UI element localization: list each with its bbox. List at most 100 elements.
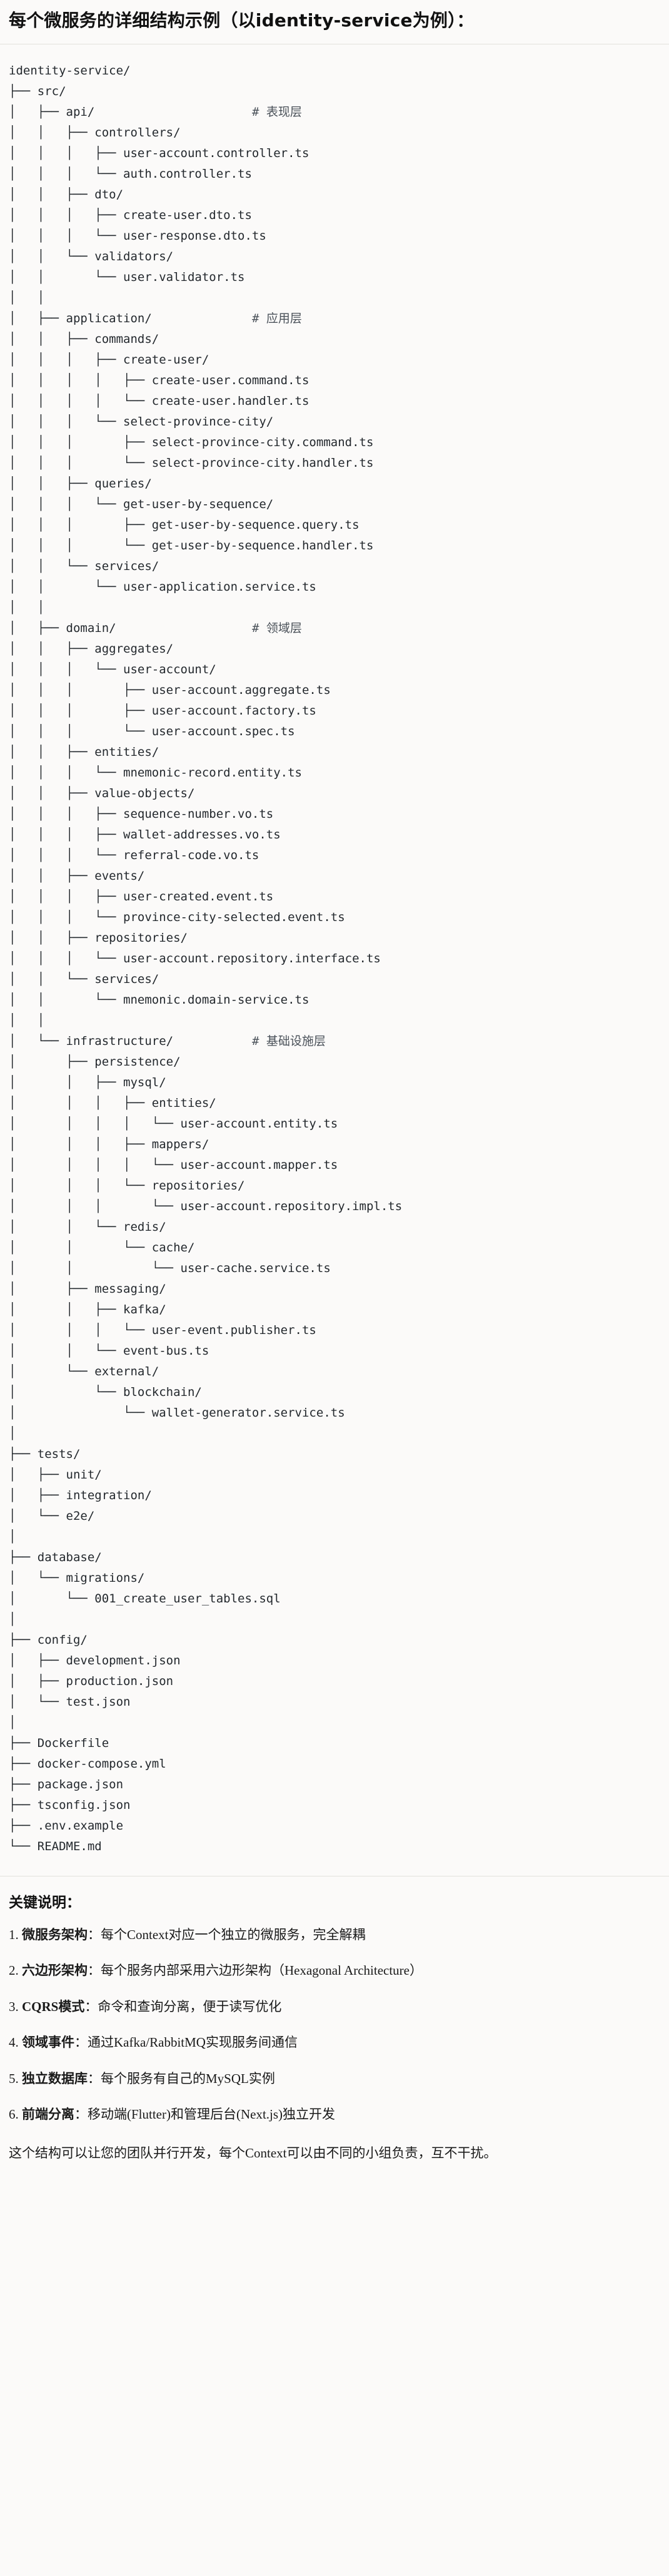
tree-line: │ │ │ └── user-account/: [9, 659, 660, 680]
tree-line-text: │ │ │ ├── entities/: [9, 1096, 216, 1110]
tree-line: │ │ │ └── get-user-by-sequence.handler.t…: [9, 536, 660, 556]
tree-line: │ │ │ └── select-province-city/: [9, 412, 660, 432]
tree-line: │ │ │ ├── mappers/: [9, 1134, 660, 1155]
tree-line-text: │: [9, 1612, 16, 1626]
tree-line: │ │ ├── kafka/: [9, 1300, 660, 1320]
tree-line: │ ├── messaging/: [9, 1279, 660, 1300]
tree-line: ├── tests/: [9, 1444, 660, 1465]
tree-line-text: │ │ └── services/: [9, 559, 159, 573]
tree-line-text: ├── .env.example: [9, 1818, 124, 1833]
tree-line-text: │ │ │ ├── user-account.aggregate.ts: [9, 683, 331, 697]
tree-line: │ │ │ └── get-user-by-sequence/: [9, 494, 660, 515]
tree-line: │ ├── unit/: [9, 1465, 660, 1485]
tree-line: │ │ │ │ └── user-account.entity.ts: [9, 1114, 660, 1134]
tree-line: │ │ │ └── user-account.repository.impl.t…: [9, 1196, 660, 1217]
tree-line-text: │ │ ├── aggregates/: [9, 641, 174, 656]
key-note-term: 六边形架构: [22, 1963, 88, 1978]
tree-line-text: │ │ │ │ ├── create-user.command.ts: [9, 373, 309, 387]
tree-line-text: │ ├── api/: [9, 104, 95, 119]
tree-line: │ │ └── services/: [9, 969, 660, 990]
tree-line: │ │ └── user-application.service.ts: [9, 577, 660, 598]
tree-line-text: ├── tsconfig.json: [9, 1798, 131, 1812]
tree-line: │ │ │ └── auth.controller.ts: [9, 164, 660, 185]
tree-line-text: │ │: [9, 290, 45, 305]
tree-line: │ └── 001_create_user_tables.sql: [9, 1589, 660, 1609]
key-note-description: ：每个服务内部采用六边形架构（Hexagonal Architecture）: [88, 1963, 423, 1978]
tree-line: │ │ ├── entities/: [9, 742, 660, 763]
tree-line-text: │ │ └── user-cache.service.ts: [9, 1261, 331, 1275]
closing-paragraph: 这个结构可以让您的团队并行开发，每个Context可以由不同的小组负责，互不干扰…: [9, 2145, 497, 2161]
tree-line-text: │ │ ├── controllers/: [9, 125, 181, 140]
tree-line-text: │ │ │ ├── user-account.controller.ts: [9, 146, 309, 160]
key-note-item: 4. 领域事件：通过Kafka/RabbitMQ实现服务间通信: [9, 2033, 660, 2053]
tree-line-pad: [116, 621, 252, 635]
key-note-term: CQRS模式: [22, 1998, 85, 2014]
tree-line: │ │ │ │ └── create-user.handler.ts: [9, 391, 660, 412]
tree-line-text: │ │ │ └── mnemonic-record.entity.ts: [9, 765, 302, 780]
tree-line-comment: # 应用层: [251, 311, 302, 325]
tree-line: │ │ │ └── user-account.spec.ts: [9, 721, 660, 742]
key-note-term: 前端分离: [22, 2107, 74, 2122]
tree-line-text: │ │ └── user.validator.ts: [9, 270, 245, 284]
tree-line-text: │ │ │ └── user-event.publisher.ts: [9, 1323, 316, 1337]
tree-line: │ │ │ └── referral-code.vo.ts: [9, 845, 660, 866]
tree-line: ├── src/: [9, 81, 660, 102]
tree-line: │ │ │ └── user-account.repository.interf…: [9, 949, 660, 969]
tree-line: ├── tsconfig.json: [9, 1795, 660, 1816]
tree-line-text: │ │ └── mnemonic.domain-service.ts: [9, 992, 309, 1007]
tree-line: │ │ └── user-cache.service.ts: [9, 1258, 660, 1279]
tree-line-text: │ │ │ │ └── create-user.handler.ts: [9, 394, 309, 408]
tree-line-text: │ │ │ └── auth.controller.ts: [9, 166, 252, 181]
tree-line: │ └── wallet-generator.service.ts: [9, 1403, 660, 1423]
tree-line: │ │: [9, 598, 660, 618]
tree-line: ├── config/: [9, 1630, 660, 1651]
tree-line: │ │ └── services/: [9, 556, 660, 577]
tree-line: │ │ └── cache/: [9, 1238, 660, 1258]
tree-line: │ │ ├── commands/: [9, 329, 660, 350]
key-note-item: 5. 独立数据库：每个服务有自己的MySQL实例: [9, 2069, 660, 2089]
tree-line-text: ├── src/: [9, 84, 66, 98]
tree-line: │ │ ├── events/: [9, 866, 660, 887]
tree-line: │: [9, 1609, 660, 1630]
tree-line: │: [9, 1423, 660, 1444]
tree-line-text: │ │: [9, 600, 45, 614]
tree-line-text: │ │ │ ├── sequence-number.vo.ts: [9, 807, 274, 821]
key-note-term: 领域事件: [22, 2035, 74, 2050]
tree-line: │ │ │ ├── create-user/: [9, 350, 660, 370]
tree-line-text: │ │ │ └── province-city-selected.event.t…: [9, 910, 345, 924]
tree-line: │ │ │ ├── entities/: [9, 1093, 660, 1114]
tree-line: │ └── migrations/: [9, 1568, 660, 1589]
tree-line: │ │ │ └── user-event.publisher.ts: [9, 1320, 660, 1341]
tree-line: │ │ │ ├── sequence-number.vo.ts: [9, 804, 660, 825]
tree-line-text: identity-service/: [9, 63, 131, 78]
tree-line-text: │ └── external/: [9, 1364, 159, 1378]
tree-line: │ └── e2e/: [9, 1506, 660, 1527]
tree-line-text: │ │ │ └── get-user-by-sequence.handler.t…: [9, 538, 374, 552]
tree-line: identity-service/: [9, 61, 660, 81]
key-note-index: 2.: [9, 1963, 22, 1978]
tree-line-text: │ │ │ ├── create-user/: [9, 352, 209, 367]
tree-line: │: [9, 1527, 660, 1547]
tree-line: │ │ └── event-bus.ts: [9, 1341, 660, 1362]
tree-line: │ │ └── redis/: [9, 1217, 660, 1238]
tree-line: │ ├── api/ # 表现层: [9, 102, 660, 123]
tree-line: │ │ │ └── select-province-city.handler.t…: [9, 453, 660, 474]
tree-line: │ │ ├── value-objects/: [9, 783, 660, 804]
tree-line: ├── database/: [9, 1547, 660, 1568]
tree-line-text: │ └── 001_create_user_tables.sql: [9, 1591, 281, 1606]
tree-line: │ │ │ │ ├── create-user.command.ts: [9, 370, 660, 391]
tree-line: │ │ ├── controllers/: [9, 123, 660, 143]
tree-line: │ │ │ └── mnemonic-record.entity.ts: [9, 763, 660, 783]
page-title: 每个微服务的详细结构示例（以identity-service为例）：: [9, 10, 475, 31]
tree-line-text: └── README.md: [9, 1839, 102, 1853]
tree-line-text: │ │: [9, 1013, 45, 1027]
tree-line: │ ├── application/ # 应用层: [9, 308, 660, 329]
tree-line-text: │ │ ├── dto/: [9, 187, 124, 201]
tree-line-text: │ │ │ ├── select-province-city.command.t…: [9, 435, 374, 449]
tree-line-text: │ │ │ └── user-account/: [9, 662, 216, 676]
tree-line-text: │ │ │ ├── user-created.event.ts: [9, 889, 274, 904]
tree-line-text: │: [9, 1529, 16, 1544]
tree-line: ├── docker-compose.yml: [9, 1754, 660, 1774]
